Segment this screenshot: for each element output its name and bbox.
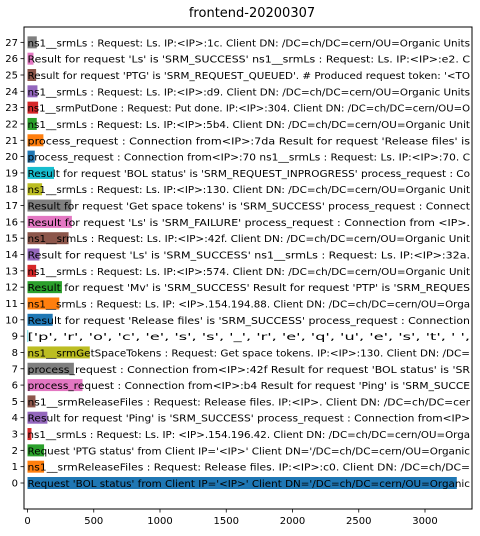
bar-label-5: ns1__srmReleaseFiles : Request: Release … — [28, 397, 471, 408]
bar-15 — [27, 232, 69, 245]
bar-label-21: process_request : Connection from<IP>:7d… — [28, 136, 471, 147]
bar-0 — [27, 477, 457, 489]
x-tick-label-0: 0 — [24, 516, 30, 527]
bar-12 — [27, 281, 62, 294]
bar-label-25: Result for request 'PTG' is 'SRM_REQUEST… — [28, 71, 471, 82]
bar-label-0: Request 'BOL status' from Client IP='<IP… — [28, 479, 470, 490]
bar-label-7: process_request : Connection from<IP>:42… — [28, 365, 471, 376]
bar-label-6: process_request : Connection from<IP>:b4… — [28, 381, 471, 392]
x-tick-label-3000: 3000 — [412, 516, 437, 527]
bar-label-9: ['p', 'r', 'o', 'c', 'e', 's', 's', '_',… — [28, 332, 471, 343]
bars-layer — [27, 36, 457, 489]
bar-24 — [27, 85, 38, 98]
y-tick-label-12: 12 — [5, 283, 18, 294]
y-tick-label-6: 6 — [12, 381, 18, 392]
bar-9 — [27, 330, 29, 343]
y-tick-label-20: 20 — [5, 152, 18, 163]
bar-label-4: Result for request 'Ping' is 'SRM_SUCCES… — [28, 414, 471, 425]
bar-2 — [27, 444, 45, 457]
x-tick-label-1000: 1000 — [147, 516, 172, 527]
bar-label-15: ns1__srmLs : Request: Ls. IP:<IP>:42f. C… — [28, 234, 471, 245]
bar-label-16: Result for request 'Ls' is 'SRM_FAILURE'… — [28, 218, 471, 229]
x-tick-label-2500: 2500 — [346, 516, 371, 527]
bar-label-22: ns1__srmLs : Request: Ls. IP:<IP>:5b4. C… — [28, 120, 471, 131]
y-axis-ticks: 0123456789101112131415161718192021222324… — [5, 38, 24, 490]
y-tick-label-17: 17 — [5, 201, 18, 212]
bar-label-19: Result for request 'BOL status' is 'SRM_… — [28, 169, 471, 180]
bar-17 — [27, 199, 72, 212]
y-tick-label-13: 13 — [5, 266, 18, 277]
bar-13 — [27, 264, 37, 277]
bar-22 — [27, 117, 37, 130]
bar-20 — [27, 150, 35, 163]
y-tick-label-19: 19 — [5, 168, 18, 179]
bar-19 — [27, 166, 54, 179]
bar-1 — [27, 460, 45, 473]
bar-26 — [27, 52, 34, 65]
y-tick-label-22: 22 — [5, 119, 18, 130]
y-tick-label-5: 5 — [12, 397, 18, 408]
bar-label-26: Result for request 'Ls' is 'SRM_SUCCESS'… — [28, 55, 471, 66]
bar-3 — [27, 428, 32, 441]
y-tick-label-21: 21 — [5, 136, 18, 147]
y-tick-label-15: 15 — [5, 234, 18, 245]
bar-label-27: ns1__srmLs : Request: Ls. IP:<IP>:1c. Cl… — [28, 38, 470, 49]
bar-11 — [27, 297, 60, 310]
y-tick-label-7: 7 — [12, 364, 18, 375]
y-tick-label-2: 2 — [12, 446, 18, 457]
bar-label-24: ns1__srmLs : Request: Ls. IP:<IP>:d9. Cl… — [28, 87, 471, 98]
bar-7 — [27, 362, 74, 375]
y-tick-label-1: 1 — [12, 462, 18, 473]
bar-label-8: ns1__srmGetSpaceTokens : Request: Get sp… — [28, 348, 471, 359]
y-tick-label-18: 18 — [5, 185, 18, 196]
y-tick-label-3: 3 — [12, 430, 18, 441]
bar-27 — [27, 36, 37, 49]
x-axis-ticks: 0 500 1000 1500 2000 2500 3000 — [24, 509, 438, 527]
bar-label-12: Result for request 'Mv' is 'SRM_SUCCESS'… — [28, 283, 471, 294]
y-tick-label-25: 25 — [5, 71, 18, 82]
bar-label-3: ns1__srmLs : Request: Ls. IP: <IP>.154.1… — [28, 430, 471, 441]
bar-4 — [27, 411, 48, 424]
y-tick-label-26: 26 — [5, 54, 18, 65]
x-tick-label-2000: 2000 — [280, 516, 305, 527]
chart-title: frontend-20200307 — [189, 6, 315, 21]
bar-label-14: Result for request 'Ls' is 'SRM_SUCCESS'… — [28, 251, 471, 262]
bar-label-10: Result for request 'Release files' is 'S… — [28, 316, 471, 327]
bar-label-17: Result for request 'Get space tokens' is… — [28, 202, 471, 213]
bar-label-1: ns1__srmReleaseFiles : Request: Release … — [28, 463, 471, 474]
bar-6 — [27, 379, 83, 392]
bar-21 — [27, 134, 44, 147]
bar-25 — [27, 69, 37, 81]
y-tick-label-8: 8 — [12, 348, 18, 359]
y-tick-label-10: 10 — [5, 315, 18, 326]
bar-label-23: ns1__srmPutDone : Request: Put done. IP:… — [28, 104, 471, 115]
bar-5 — [27, 395, 36, 408]
y-tick-label-23: 23 — [5, 103, 18, 114]
x-tick-label-1500: 1500 — [214, 516, 239, 527]
bar-8 — [27, 346, 90, 359]
y-tick-label-11: 11 — [5, 299, 18, 310]
y-tick-label-27: 27 — [5, 38, 18, 49]
bar-labels-layer: Request 'BOL status' from Client IP='<IP… — [28, 38, 471, 490]
plot-area — [23, 26, 473, 510]
bar-10 — [27, 313, 53, 326]
bar-14 — [27, 248, 40, 261]
y-tick-label-16: 16 — [5, 217, 18, 228]
y-tick-label-14: 14 — [5, 250, 18, 261]
bar-label-13: ns1__srmLs : Request: Ls. IP:<IP>:574. C… — [28, 267, 471, 278]
bar-label-2: Request 'PTG status' from Client IP='<IP… — [28, 446, 471, 457]
x-tick-label-500: 500 — [84, 516, 103, 527]
bar-label-20: process_request : Connection from<IP>:70… — [28, 153, 471, 164]
bar-16 — [27, 215, 72, 228]
bar-label-11: ns1__srmLs : Request: Ls. IP: <IP>.154.1… — [28, 299, 471, 310]
bar-18 — [27, 183, 43, 196]
bar-23 — [27, 101, 39, 114]
bar-label-18: ns1__srmLs : Request: Ls. IP:<IP>:130. C… — [28, 185, 471, 196]
y-tick-label-9: 9 — [12, 332, 18, 343]
y-tick-label-24: 24 — [5, 87, 18, 98]
y-tick-label-4: 4 — [12, 413, 18, 424]
y-tick-label-0: 0 — [12, 479, 18, 490]
